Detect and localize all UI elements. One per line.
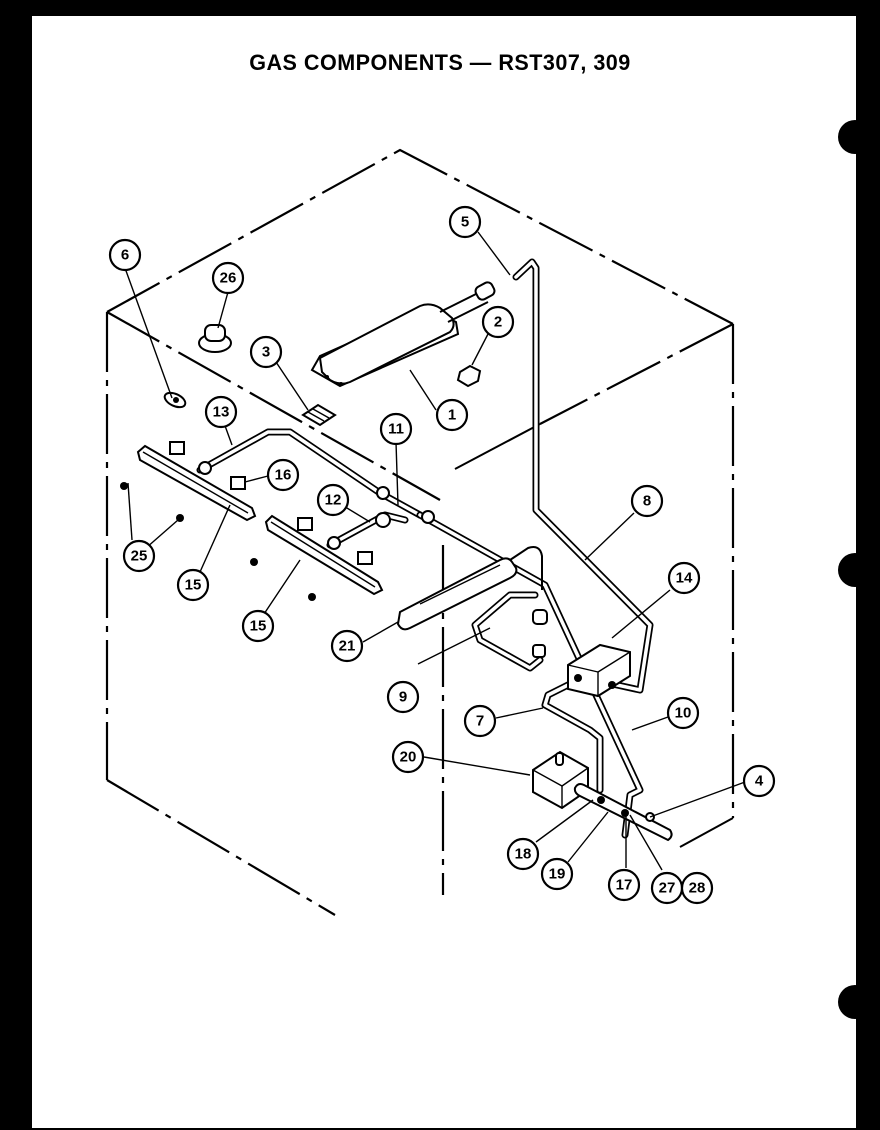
callout-10: 10 [666,696,700,730]
svg-text:10: 10 [675,705,692,722]
svg-text:15: 15 [250,618,267,635]
svg-text:19: 19 [549,866,566,883]
part-1-burner-box [310,281,496,388]
callout-8: 8 [630,484,664,518]
callout-18: 18 [506,837,540,871]
svg-text:8: 8 [643,493,651,510]
callout-17: 17 [607,868,641,902]
svg-text:15: 15 [185,577,202,594]
callout-15-lower: 15 [241,609,275,643]
svg-text:16: 16 [275,467,292,484]
svg-text:11: 11 [388,421,404,438]
svg-text:17: 17 [616,877,633,894]
callout-28: 28 [680,871,714,905]
callout-19: 19 [540,857,574,891]
callout-26: 26 [211,261,245,295]
callout-6: 6 [108,238,142,272]
part-26-plug [198,324,232,353]
svg-text:20: 20 [400,749,417,766]
svg-text:27: 27 [659,880,676,897]
part-2-clip [456,364,482,388]
callout-3: 3 [249,335,283,369]
part-19-main-pipe [573,783,673,842]
callout-20: 20 [391,740,425,774]
callout-4: 4 [742,764,776,798]
svg-text:12: 12 [325,492,342,509]
callout-5: 5 [448,205,482,239]
svg-text:5: 5 [461,214,469,231]
part-6-clip [163,391,187,409]
callout-25: 25 [122,539,156,573]
callout-7: 7 [463,704,497,738]
svg-text:26: 26 [220,270,237,287]
svg-text:18: 18 [515,846,532,863]
callout-15-upper: 15 [176,568,210,602]
svg-text:25: 25 [131,548,148,565]
callout-1: 1 [435,398,469,432]
svg-text:9: 9 [399,689,407,706]
svg-text:4: 4 [755,773,764,790]
part-15-lower-manifold [264,514,384,596]
callout-14: 14 [667,561,701,595]
binder-hole-bottom [838,985,872,1019]
svg-text:7: 7 [476,713,484,730]
callout-16: 16 [266,458,300,492]
page-title: GAS COMPONENTS — RST307, 309 [249,50,631,75]
part-14-valve [567,643,631,698]
callout-12: 12 [316,483,350,517]
leader-lines [124,231,746,871]
part-15-upper-manifold [136,441,257,522]
callout-13: 13 [204,395,238,429]
svg-text:6: 6 [121,247,129,264]
fittings [198,461,435,550]
svg-text:2: 2 [494,314,502,331]
callout-9: 9 [386,680,420,714]
callout-27: 27 [650,871,684,905]
svg-text:21: 21 [339,638,356,655]
svg-text:1: 1 [448,407,456,424]
svg-text:13: 13 [213,404,230,421]
binder-hole-top [838,120,872,154]
screws-25 [120,482,316,601]
callout-21: 21 [330,629,364,663]
svg-text:3: 3 [262,344,270,361]
part-21-burner-tube [396,546,548,658]
callout-2: 2 [481,305,515,339]
callout-11: 11 [379,412,413,446]
cabinet-outline [105,148,735,916]
svg-text:28: 28 [689,880,706,897]
part-20-regulator [532,750,589,810]
part-3-bracket [301,403,337,427]
svg-text:14: 14 [676,570,693,587]
binder-hole-middle [838,553,872,587]
